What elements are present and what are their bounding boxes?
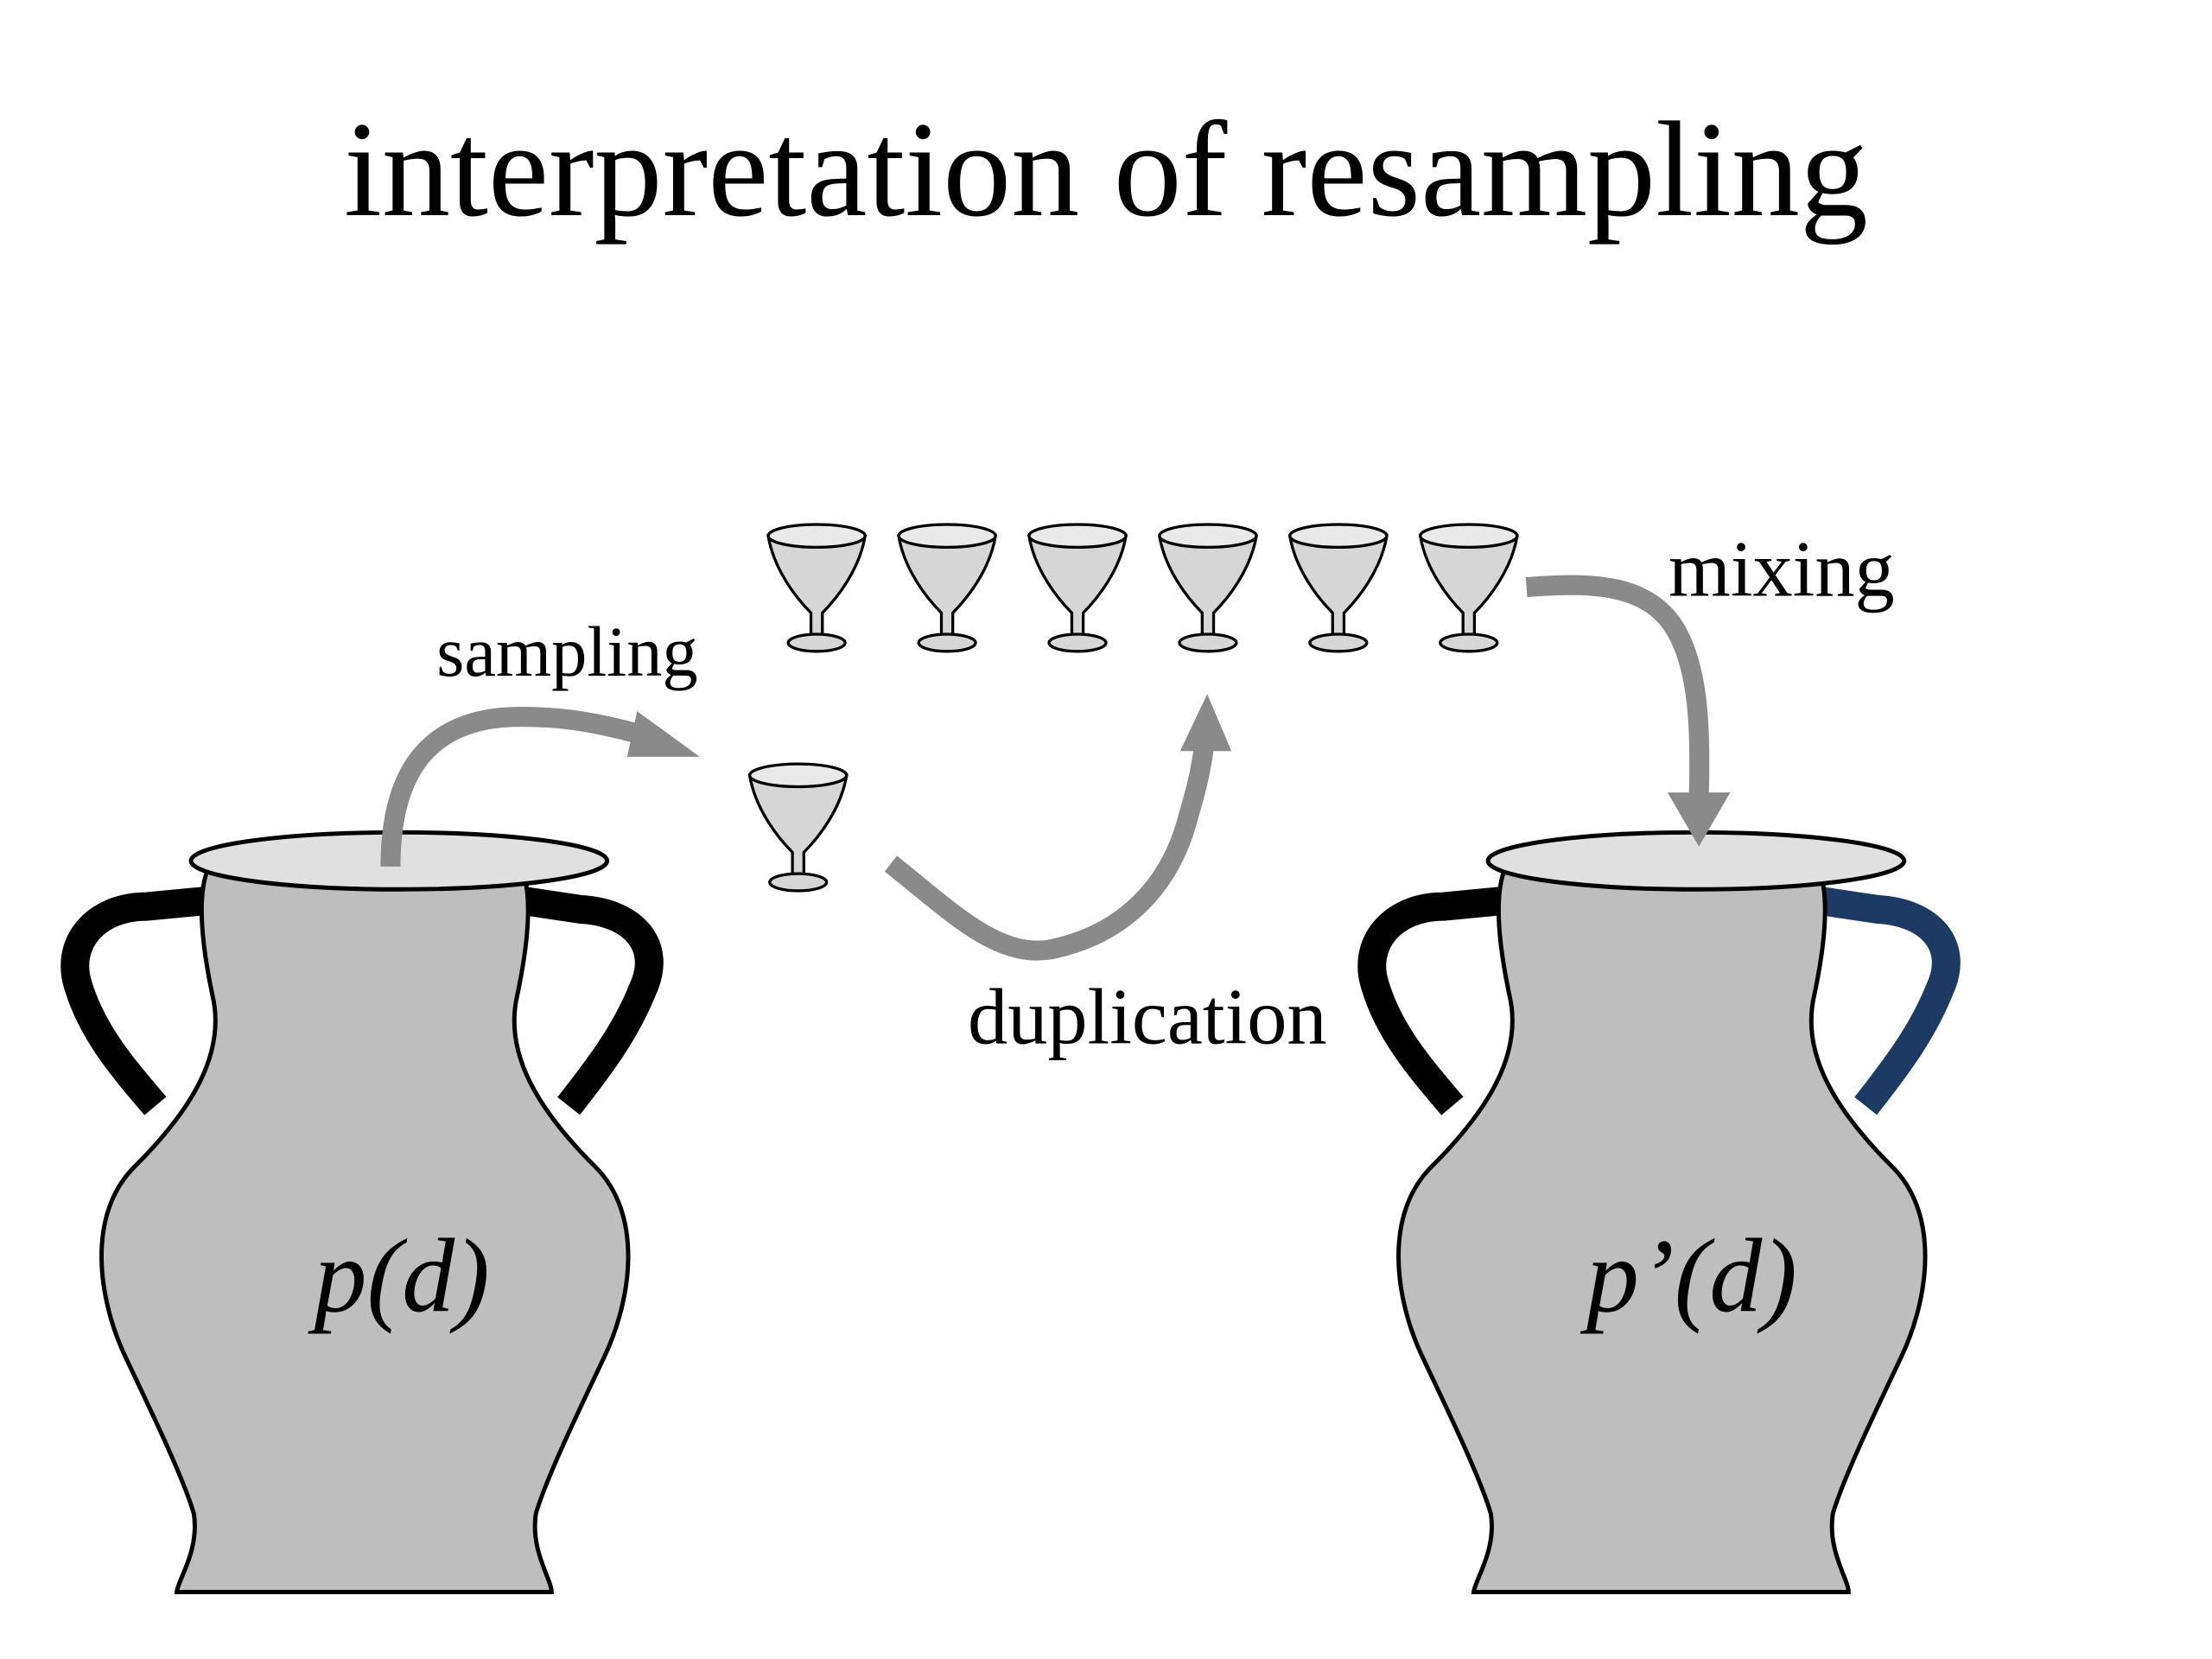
sampling-label: sampling bbox=[436, 613, 697, 691]
glass-icon bbox=[1027, 523, 1128, 653]
glass-icon bbox=[766, 523, 867, 653]
glass-icon bbox=[1288, 523, 1389, 653]
duplication-arrow bbox=[884, 694, 1232, 961]
target-jar bbox=[1357, 830, 1961, 1592]
mixing-arrow bbox=[1525, 575, 1731, 847]
mixing-label: mixing bbox=[1669, 524, 1895, 613]
jar-left-handle bbox=[1357, 887, 1505, 1116]
duplicated-glasses-row bbox=[766, 523, 1519, 653]
duplication-label: duplication bbox=[968, 972, 1327, 1060]
source-jar-label: p(d) bbox=[307, 1218, 489, 1335]
sampling-arrow bbox=[380, 707, 700, 867]
target-jar-label: p’(d) bbox=[1580, 1218, 1797, 1335]
sampled-glass-icon bbox=[747, 762, 849, 893]
page-title: interpretation of resampling bbox=[344, 94, 1868, 245]
jar-right-handle bbox=[520, 887, 664, 1116]
jar-left-handle bbox=[60, 887, 208, 1116]
glass-icon bbox=[1419, 523, 1519, 653]
glass-icon bbox=[897, 523, 997, 653]
glass-icon bbox=[1158, 523, 1258, 653]
jar-right-handle bbox=[1817, 887, 1961, 1116]
source-jar bbox=[60, 830, 664, 1592]
